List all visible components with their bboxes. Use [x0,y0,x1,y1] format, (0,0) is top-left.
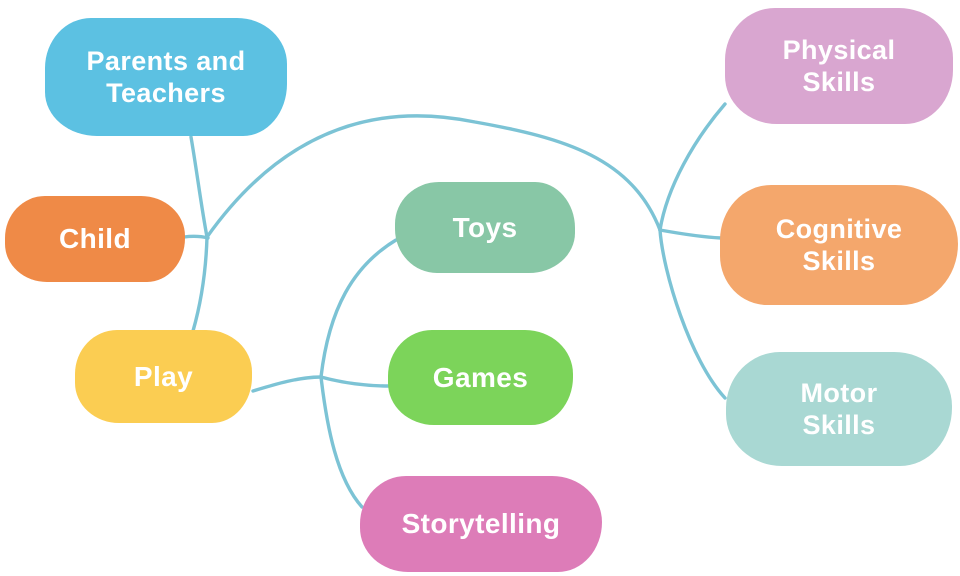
edge-branch-storytelling [319,375,364,509]
node-cognitive-skills-label: Cognitive Skills [775,213,903,276]
node-toys-label: Toys [452,211,518,243]
node-physical-skills: Physical Skills [725,8,953,124]
edge-parents-teachers-junction [189,135,209,239]
node-parents-and-teachers-label: Parents and Teachers [86,45,246,108]
edge-junction-play [191,235,209,333]
node-child: Child [5,196,185,282]
node-motor-skills-label: Motor Skills [800,377,878,440]
node-storytelling-label: Storytelling [401,508,561,540]
edge-child-junction [182,234,210,240]
edge-branch-games [319,375,391,388]
node-parents-and-teachers: Parents and Teachers [45,18,287,136]
edge-branch-toys [319,238,398,379]
node-motor-skills: Motor Skills [726,352,952,466]
node-physical-skills-label: Physical Skills [782,34,896,97]
node-cognitive-skills: Cognitive Skills [720,185,958,305]
node-play-label: Play [133,360,194,392]
node-play: Play [75,330,252,423]
node-child-label: Child [59,223,131,255]
node-games-label: Games [432,361,529,393]
edge-junction-motor-skills [658,228,727,400]
edge-play-branch [251,375,323,393]
edge-junction-physical-skills [658,102,727,232]
edge-junction-cognitive-skills [658,228,723,240]
node-storytelling: Storytelling [360,476,602,572]
node-games: Games [388,330,573,425]
node-toys: Toys [395,182,575,273]
